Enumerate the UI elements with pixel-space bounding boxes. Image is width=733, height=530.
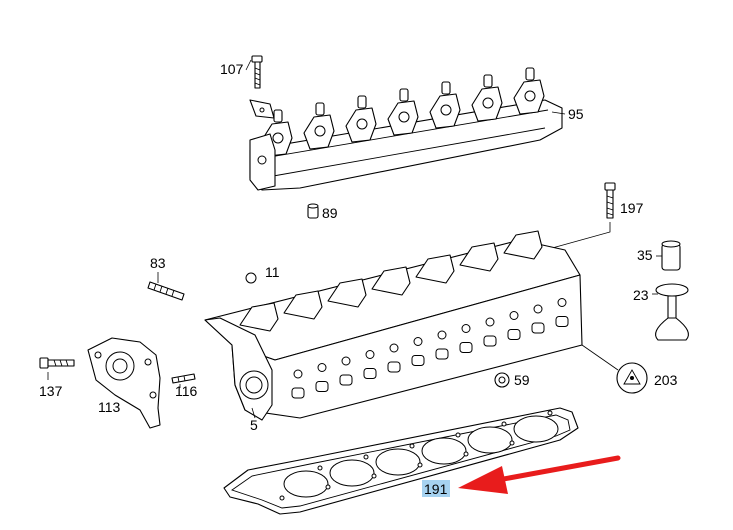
stud-83[interactable] — [147, 281, 185, 301]
timing-cover-113[interactable] — [87, 337, 161, 429]
part-89-sleeve[interactable] — [307, 203, 319, 219]
label-5[interactable]: 5 — [250, 417, 258, 433]
valve-23[interactable] — [655, 283, 689, 341]
head-gasket-191[interactable] — [223, 407, 579, 515]
label-23[interactable]: 23 — [633, 287, 649, 303]
label-89[interactable]: 89 — [322, 205, 338, 221]
valve-tappet-35[interactable] — [661, 240, 681, 271]
cylinder-head-5[interactable] — [204, 230, 583, 421]
ring-11[interactable] — [245, 272, 257, 284]
label-83[interactable]: 83 — [150, 255, 166, 271]
bolt-197[interactable] — [604, 182, 616, 219]
label-59[interactable]: 59 — [514, 372, 530, 388]
red-arrow-icon — [458, 455, 621, 494]
label-11[interactable]: 11 — [265, 264, 280, 280]
cap-203[interactable] — [616, 362, 648, 394]
bolt-107[interactable] — [251, 55, 263, 89]
label-95[interactable]: 95 — [568, 106, 584, 122]
label-113[interactable]: 113 — [98, 399, 121, 415]
bolt-137[interactable] — [39, 357, 75, 369]
label-137[interactable]: 137 — [39, 383, 63, 399]
label-116[interactable]: 116 — [175, 383, 198, 399]
highlight-191[interactable]: 191 — [422, 480, 450, 497]
label-35[interactable]: 35 — [637, 247, 653, 263]
label-197[interactable]: 197 — [620, 200, 644, 216]
bracket-plate[interactable] — [249, 99, 275, 119]
label-191[interactable]: 191 — [424, 481, 448, 497]
label-107[interactable]: 107 — [220, 61, 244, 77]
plug-59[interactable] — [494, 372, 510, 388]
stud-116[interactable] — [171, 373, 196, 384]
rocker-arm-assembly[interactable] — [249, 67, 563, 191]
label-203[interactable]: 203 — [654, 372, 678, 388]
